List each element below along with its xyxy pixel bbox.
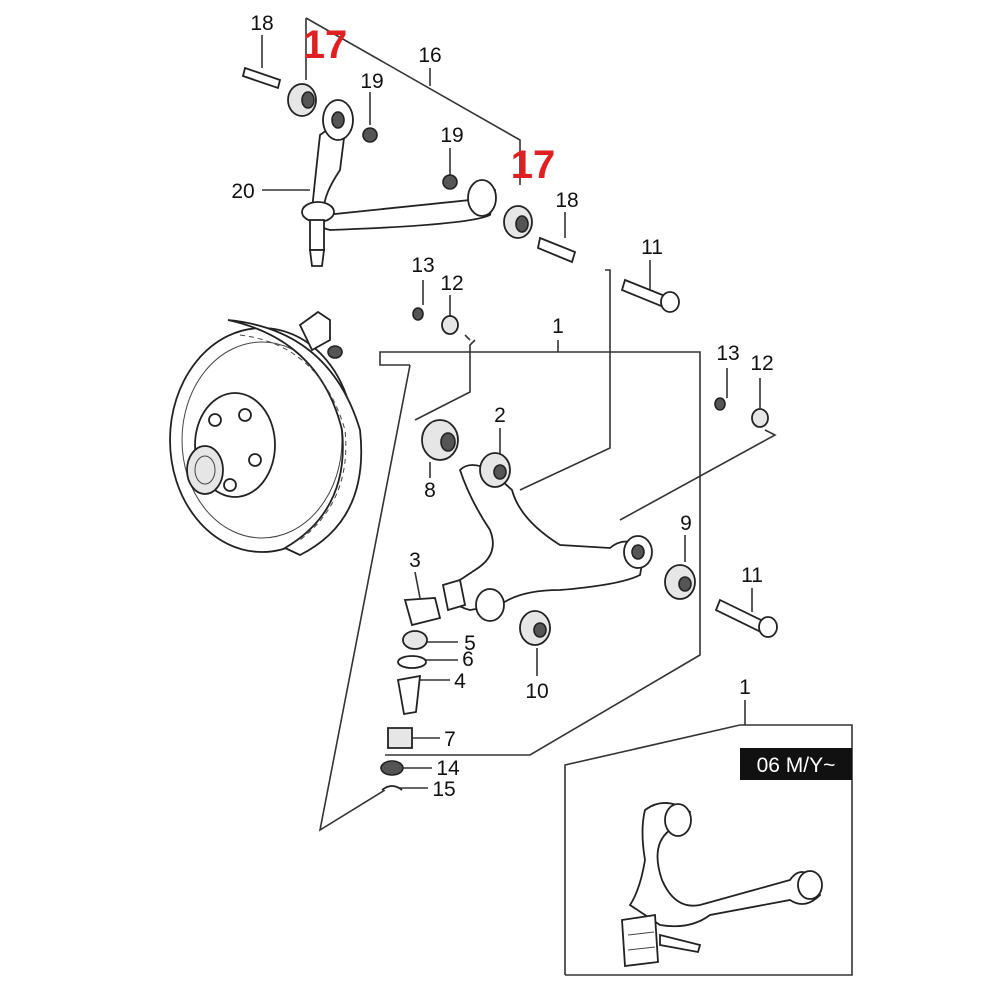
callout-12-right: 12 [750, 352, 773, 375]
callout-11-lower: 11 [741, 564, 763, 587]
callout-6: 6 [462, 648, 474, 671]
lower-arm [412, 278, 778, 646]
callout-1-main: 1 [552, 315, 564, 338]
callout-20: 20 [231, 180, 254, 203]
callout-14: 14 [436, 757, 460, 780]
callout-9: 9 [680, 512, 692, 535]
model-year-badge: 06 M/Y~ [740, 748, 852, 780]
callout-17-upper-right: 17 [511, 143, 556, 187]
callout-19-upper-right: 19 [440, 124, 463, 147]
callout-13-right: 13 [716, 342, 739, 365]
callout-11-upper: 11 [641, 236, 663, 259]
callout-10: 10 [525, 680, 548, 703]
callout-18-upper-right: 18 [555, 189, 578, 212]
callout-16: 16 [418, 44, 441, 67]
callout-15: 15 [432, 778, 455, 801]
callout-4: 4 [454, 670, 466, 693]
rotor-bracket-lines [318, 364, 411, 832]
brake-rotor [169, 310, 363, 556]
callout-19-upper-left: 19 [360, 70, 383, 93]
group-leaders [261, 35, 777, 789]
badge-background [740, 748, 852, 780]
badge-text: 06 M/Y~ [757, 754, 836, 777]
lower-arm-frame [379, 351, 701, 756]
callout-8: 8 [424, 479, 436, 502]
upper-arm [241, 66, 577, 267]
callout-13-left: 13 [411, 254, 434, 277]
callout-2: 2 [494, 404, 506, 427]
callout-18-upper-left: 18 [250, 12, 273, 35]
callout-5: 5 [464, 632, 476, 655]
ball-joint-stack [380, 597, 442, 791]
myear-frame [564, 724, 853, 976]
callout-3: 3 [409, 549, 421, 572]
callout-17-upper-left: 17 [303, 23, 348, 67]
group-frames [305, 17, 853, 976]
myear-inset-arm [621, 802, 823, 968]
callout-1-inset: 1 [739, 676, 751, 699]
callout-7: 7 [444, 728, 456, 751]
callout-12-left: 12 [440, 272, 463, 295]
callout-labels: 18 17 16 19 19 17 18 20 11 13 12 1 13 12… [231, 12, 773, 801]
